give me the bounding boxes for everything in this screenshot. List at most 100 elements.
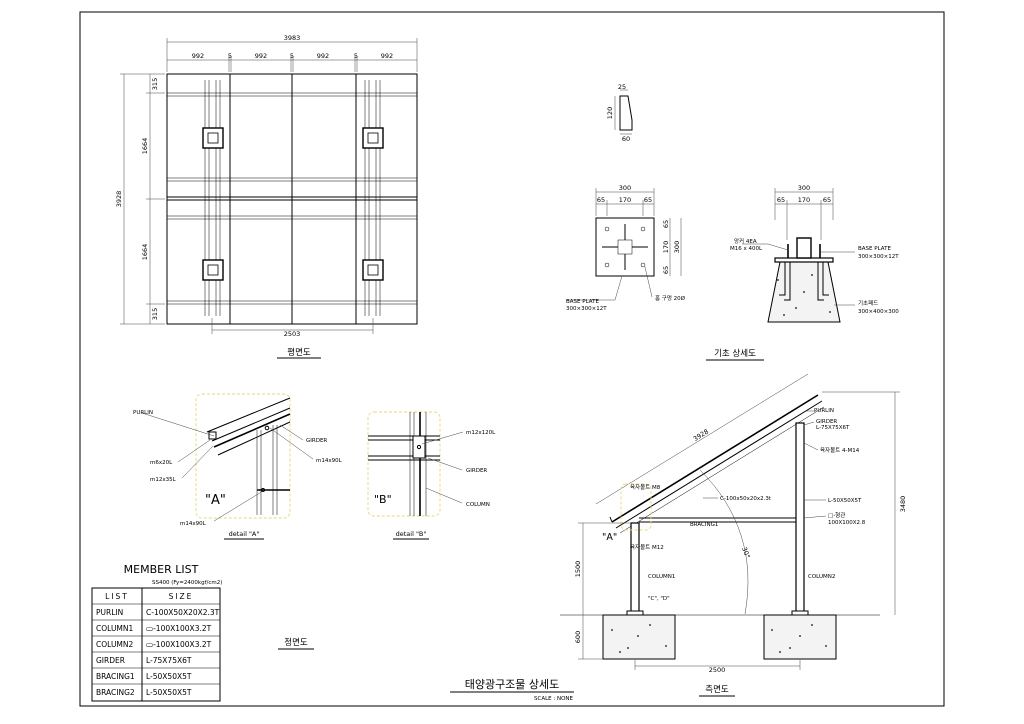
member-row-size: ▭-100X100X3.2T bbox=[146, 640, 212, 649]
side-girder: GIRDER bbox=[816, 419, 837, 425]
plan-panel-width-3: 992 bbox=[317, 52, 329, 60]
member-row-name: GIRDER bbox=[96, 656, 125, 665]
side-bolt-left: 육자볼트 M12 bbox=[630, 543, 664, 551]
side-bolt-top: 육자볼트 M8 bbox=[630, 483, 661, 491]
plate-split-3: 65 bbox=[644, 196, 652, 204]
side-column-2: COLUMN2 bbox=[808, 574, 835, 580]
section-base-plate-spec: 300×300×12T bbox=[858, 254, 899, 260]
plan-height-3: 1664 bbox=[141, 244, 149, 261]
slope-angle: 30° bbox=[740, 546, 751, 560]
base-plate-spec: 300×300×12T bbox=[566, 306, 607, 312]
footing-label: 기초패드 bbox=[858, 299, 878, 307]
drawing-title: 태양광구조물 상세도 bbox=[465, 678, 560, 691]
plate-vsplit-1: 65 bbox=[662, 220, 670, 228]
sheet-border bbox=[79, 11, 945, 707]
plan-column-plate bbox=[202, 127, 384, 281]
detail-a-letter: "A" bbox=[205, 493, 226, 508]
detail-b-girder: GIRDER bbox=[466, 468, 487, 474]
side-detail-cd: "C", "D" bbox=[648, 596, 670, 602]
total-height: 3480 bbox=[899, 496, 907, 513]
column-span: 2500 bbox=[709, 666, 726, 674]
detail-b-bolt: m12x120L bbox=[466, 430, 496, 436]
section-split-1: 65 bbox=[777, 196, 785, 204]
plan-panel-width-4: 992 bbox=[381, 52, 393, 60]
side-pipe-label: □-형관 bbox=[828, 511, 845, 519]
member-list: MEMBER LIST SS400 (Fy=2400kgf/cm2) LIST … bbox=[91, 563, 222, 702]
detail-a-bolt-2: m12x35L bbox=[150, 477, 177, 483]
detail-b-caption: detail "B" bbox=[396, 530, 427, 538]
plan-total-width: 3983 bbox=[284, 34, 301, 42]
plan-gap-3: 5 bbox=[354, 52, 358, 60]
column-height: 1500 bbox=[574, 561, 582, 578]
member-row-size: L-50X50X5T bbox=[146, 672, 192, 681]
detail-b-column: COLUMN bbox=[466, 502, 490, 508]
member-row-name: PURLIN bbox=[96, 608, 123, 617]
front-view-title: 정면도 bbox=[284, 637, 308, 648]
side-brace-spec: L-50X50X5T bbox=[828, 498, 862, 504]
block-top-dim: 25 bbox=[618, 83, 626, 91]
plan-gap-2: 5 bbox=[290, 52, 294, 60]
side-detail-a: "A" bbox=[602, 532, 617, 543]
plan-panel-width-1: 992 bbox=[192, 52, 204, 60]
foundation-detail: 25 120 60 300 65 170 65 300 65 170 65 BA bbox=[566, 83, 899, 361]
scale-label: SCALE : NONE bbox=[534, 696, 574, 702]
member-row-size: L-75X75X6T bbox=[146, 656, 192, 665]
side-purlin: PURLIN bbox=[814, 408, 834, 414]
hole-label: 홈 구멍 20Ø bbox=[655, 294, 686, 302]
plan-view: 3983 992 5 992 5 992 5 992 3928 315 1664… bbox=[115, 34, 418, 359]
member-row-size: ▭-100X100X3.2T bbox=[146, 624, 212, 633]
detail-a-girder: GIRDER bbox=[306, 438, 327, 444]
rafter-length: 3928 bbox=[692, 428, 710, 443]
plate-width-dim: 300 bbox=[619, 184, 631, 192]
block-bottom-dim: 60 bbox=[622, 135, 630, 143]
base-plate-label: BASE PLATE bbox=[566, 299, 599, 305]
anchor-spec: M16 x 400L bbox=[730, 246, 763, 252]
anchor-label: 앙커 4EA bbox=[734, 237, 757, 245]
detail-a-bolt-4: m14x90L bbox=[180, 521, 207, 527]
member-list-subtitle: SS400 (Fy=2400kgf/cm2) bbox=[152, 580, 222, 586]
plate-split-2: 170 bbox=[619, 196, 631, 204]
plan-total-height: 3928 bbox=[115, 191, 123, 208]
member-header-list: LIST bbox=[105, 592, 129, 601]
section-split-3: 65 bbox=[823, 196, 831, 204]
detail-b: m12x120L GIRDER COLUMN "B" detail "B" bbox=[367, 411, 496, 540]
member-row-size: C-100X50X20X2.3T bbox=[146, 608, 220, 617]
plan-height-1: 315 bbox=[151, 78, 159, 90]
section-width-dim: 300 bbox=[798, 184, 810, 192]
side-view-title: 측면도 bbox=[705, 684, 729, 695]
foundation-title: 기초 상세도 bbox=[714, 348, 756, 359]
member-header-size: SIZE bbox=[169, 592, 194, 601]
detail-b-letter: "B" bbox=[374, 493, 392, 506]
block-height-dim: 120 bbox=[606, 107, 614, 119]
side-purlin-spec: C-100x50x20x2.3t bbox=[720, 496, 772, 502]
plan-title: 평면도 bbox=[287, 347, 311, 358]
side-bracing: BRACING1 bbox=[690, 522, 718, 528]
detail-a: PURLIN m6x20L m12x35L GIRDER m14x90L m14… bbox=[133, 393, 343, 540]
detail-a-purlin: PURLIN bbox=[133, 410, 153, 416]
plan-gap-1: 5 bbox=[228, 52, 232, 60]
side-girder-spec: L-75X75X6T bbox=[816, 425, 850, 431]
side-bolt-right: 육자볼트 4-M14 bbox=[820, 446, 860, 454]
member-row-name: BRACING2 bbox=[96, 688, 135, 697]
plate-height-dim: 300 bbox=[673, 241, 681, 253]
detail-a-bolt-1: m6x20L bbox=[150, 460, 173, 466]
footing-height: 600 bbox=[574, 631, 582, 643]
plate-split-1: 65 bbox=[597, 196, 605, 204]
plan-height-2: 1664 bbox=[141, 138, 149, 155]
plan-height-4: 315 bbox=[151, 308, 159, 320]
side-pipe-spec: 100X100X2.8 bbox=[828, 520, 866, 526]
detail-a-caption: detail "A" bbox=[229, 530, 260, 538]
detail-a-bolt-3: m14x90L bbox=[316, 458, 343, 464]
member-list-title: MEMBER LIST bbox=[124, 563, 199, 576]
plan-panel-width-2: 992 bbox=[255, 52, 267, 60]
side-view: 3928 30° 3480 1500 60 bbox=[560, 373, 907, 697]
plate-vsplit-2: 170 bbox=[662, 241, 670, 253]
section-base-plate-label: BASE PLATE bbox=[858, 246, 891, 252]
section-split-2: 170 bbox=[798, 196, 810, 204]
member-row-size: L-50X50X5T bbox=[146, 688, 192, 697]
side-column-1: COLUMN1 bbox=[648, 574, 675, 580]
plate-vsplit-3: 65 bbox=[662, 266, 670, 274]
plan-inner-span: 2503 bbox=[284, 330, 301, 338]
member-row-name: BRACING1 bbox=[96, 672, 135, 681]
